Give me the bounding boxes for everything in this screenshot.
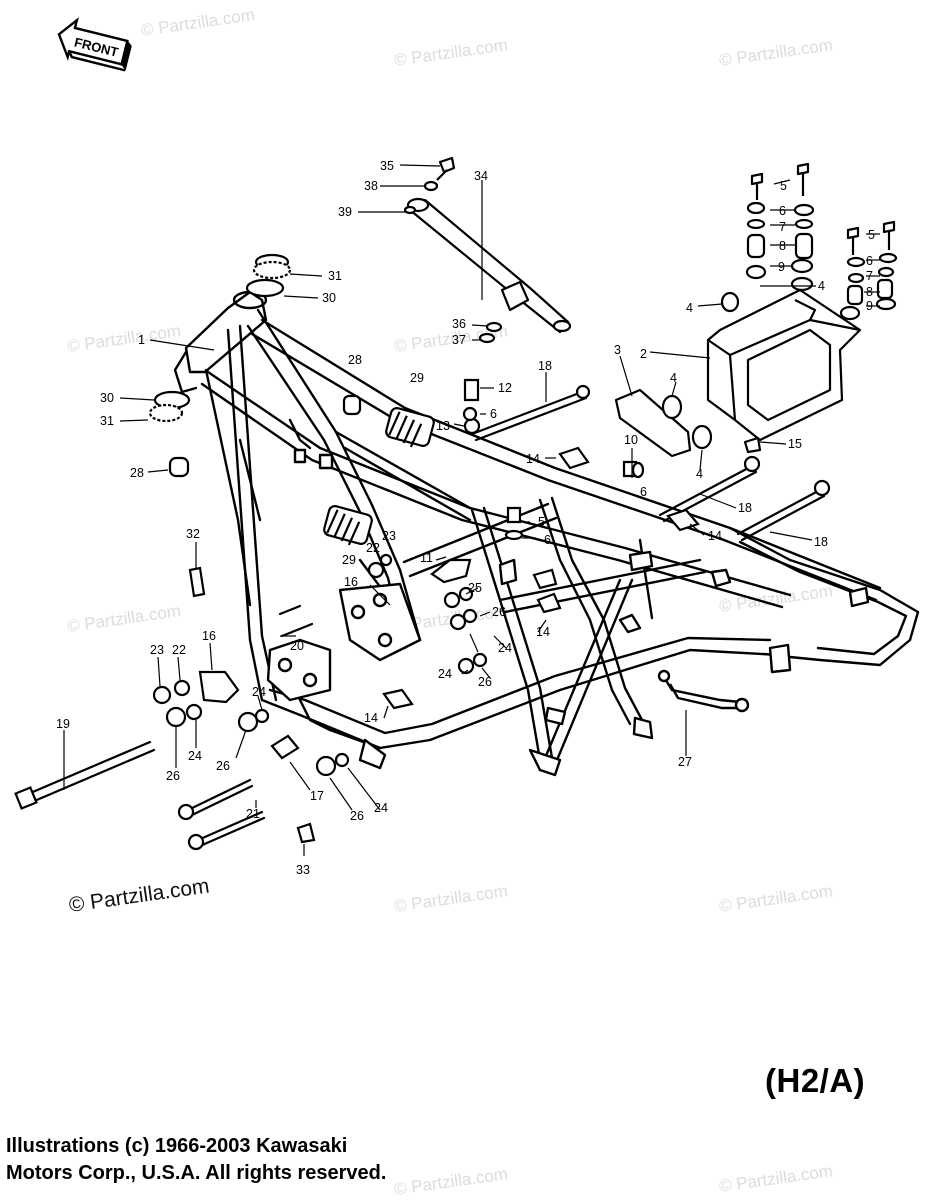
callout-24: 24 xyxy=(498,641,512,655)
long-bolts xyxy=(14,384,831,851)
callout-26: 26 xyxy=(492,605,506,619)
callout-5: 5 xyxy=(868,228,875,242)
callout-6: 6 xyxy=(544,533,551,547)
callout-33: 33 xyxy=(296,863,310,877)
callout-23: 23 xyxy=(150,643,164,657)
callout-24: 24 xyxy=(252,685,266,699)
callout-35: 35 xyxy=(380,159,394,173)
callout-29: 29 xyxy=(342,553,356,567)
callout-6: 6 xyxy=(866,254,873,268)
footrest-bracket xyxy=(657,669,750,713)
callout-26: 26 xyxy=(350,809,364,823)
callout-26: 26 xyxy=(166,769,180,783)
rubber-pads xyxy=(382,446,700,710)
copyright-notice: Illustrations (c) 1966-2003 Kawasaki Mot… xyxy=(6,1133,386,1187)
callout-11: 11 xyxy=(420,551,433,565)
callout-24: 24 xyxy=(188,749,202,763)
callout-8: 8 xyxy=(779,239,786,253)
callout-37: 37 xyxy=(452,333,466,347)
watermark: © Partzilla.com xyxy=(718,35,834,70)
callout-18: 18 xyxy=(538,359,552,373)
callout-28: 28 xyxy=(348,353,362,367)
callout-5: 5 xyxy=(780,179,787,193)
callout-9: 9 xyxy=(778,260,785,274)
watermark: © Partzilla.com xyxy=(393,881,509,916)
callout-12: 12 xyxy=(498,381,512,395)
watermark: © Partzilla.com xyxy=(393,35,509,70)
callout-25: 25 xyxy=(468,581,482,595)
watermark-prominent: © Partzilla.com xyxy=(67,874,210,916)
callout-3: 3 xyxy=(614,343,621,357)
watermark: © Partzilla.com xyxy=(718,1161,834,1196)
callout-16: 16 xyxy=(202,629,216,643)
callout-10: 10 xyxy=(624,433,638,447)
callout-24: 24 xyxy=(438,667,452,681)
callout-7: 7 xyxy=(779,220,786,234)
callout-18: 18 xyxy=(738,501,752,515)
watermark: © Partzilla.com xyxy=(393,1164,509,1199)
callout-7: 7 xyxy=(866,269,873,283)
callout-34: 34 xyxy=(474,169,488,183)
callout-14: 14 xyxy=(364,711,378,725)
watermark: © Partzilla.com xyxy=(140,5,256,40)
callout-20: 20 xyxy=(290,639,304,653)
callout-27: 27 xyxy=(678,755,692,769)
callout-9: 9 xyxy=(866,299,873,313)
callout-21: 21 xyxy=(246,807,260,821)
battery-case-assembly xyxy=(614,162,898,458)
callout-5: 5 xyxy=(538,515,545,529)
copyright-line-2: Motors Corp., U.S.A. All rights reserved… xyxy=(6,1162,387,1184)
front-arrow-icon: FRONT xyxy=(57,17,132,72)
callout-labels: 35 38 39 34 31 30 1 36 37 28 29 12 6 13 … xyxy=(56,159,875,877)
callout-8: 8 xyxy=(866,285,873,299)
callout-16: 16 xyxy=(344,575,358,589)
callout-14: 14 xyxy=(708,529,722,543)
callout-23: 23 xyxy=(382,529,396,543)
callout-17: 17 xyxy=(310,789,324,803)
callout-15: 15 xyxy=(788,437,802,451)
callout-22: 22 xyxy=(172,643,186,657)
callout-2: 2 xyxy=(640,347,647,361)
model-code-label: (H2/A) xyxy=(765,1062,866,1099)
leader-lines xyxy=(63,164,880,856)
callout-24: 24 xyxy=(374,801,388,815)
callout-18: 18 xyxy=(814,535,828,549)
callout-6: 6 xyxy=(640,485,647,499)
watermark: © Partzilla.com xyxy=(66,321,182,356)
watermark: © Partzilla.com xyxy=(66,601,182,636)
callout-36: 36 xyxy=(452,317,466,331)
callout-38: 38 xyxy=(364,179,378,193)
callout-4: 4 xyxy=(818,279,825,293)
callout-28: 28 xyxy=(130,466,144,480)
callout-30: 30 xyxy=(100,391,114,405)
steering-bearings xyxy=(148,253,362,478)
rubber-bushings xyxy=(323,407,435,546)
callout-1: 1 xyxy=(138,333,145,347)
callout-14: 14 xyxy=(536,625,550,639)
callout-26: 26 xyxy=(216,759,230,773)
callout-31: 31 xyxy=(100,414,114,428)
callout-13: 13 xyxy=(436,419,450,433)
steering-stem-assembly xyxy=(403,156,572,344)
watermark: © Partzilla.com xyxy=(718,881,834,916)
callout-4: 4 xyxy=(686,301,693,315)
callout-26: 26 xyxy=(478,675,492,689)
callout-32: 32 xyxy=(186,527,200,541)
frame-drawing xyxy=(173,290,920,777)
callout-6: 6 xyxy=(490,407,497,421)
callout-4: 4 xyxy=(696,467,703,481)
callout-29: 29 xyxy=(410,371,424,385)
callout-4: 4 xyxy=(670,371,677,385)
callout-39: 39 xyxy=(338,205,352,219)
callout-19: 19 xyxy=(56,717,70,731)
callout-22: 22 xyxy=(366,541,380,555)
watermark: © Partzilla.com xyxy=(718,581,834,616)
callout-30: 30 xyxy=(322,291,336,305)
copyright-line-1: Illustrations (c) 1966-2003 Kawasaki xyxy=(6,1135,348,1157)
callout-6: 6 xyxy=(779,204,786,218)
callout-31: 31 xyxy=(328,269,342,283)
callout-14: 14 xyxy=(526,452,540,466)
